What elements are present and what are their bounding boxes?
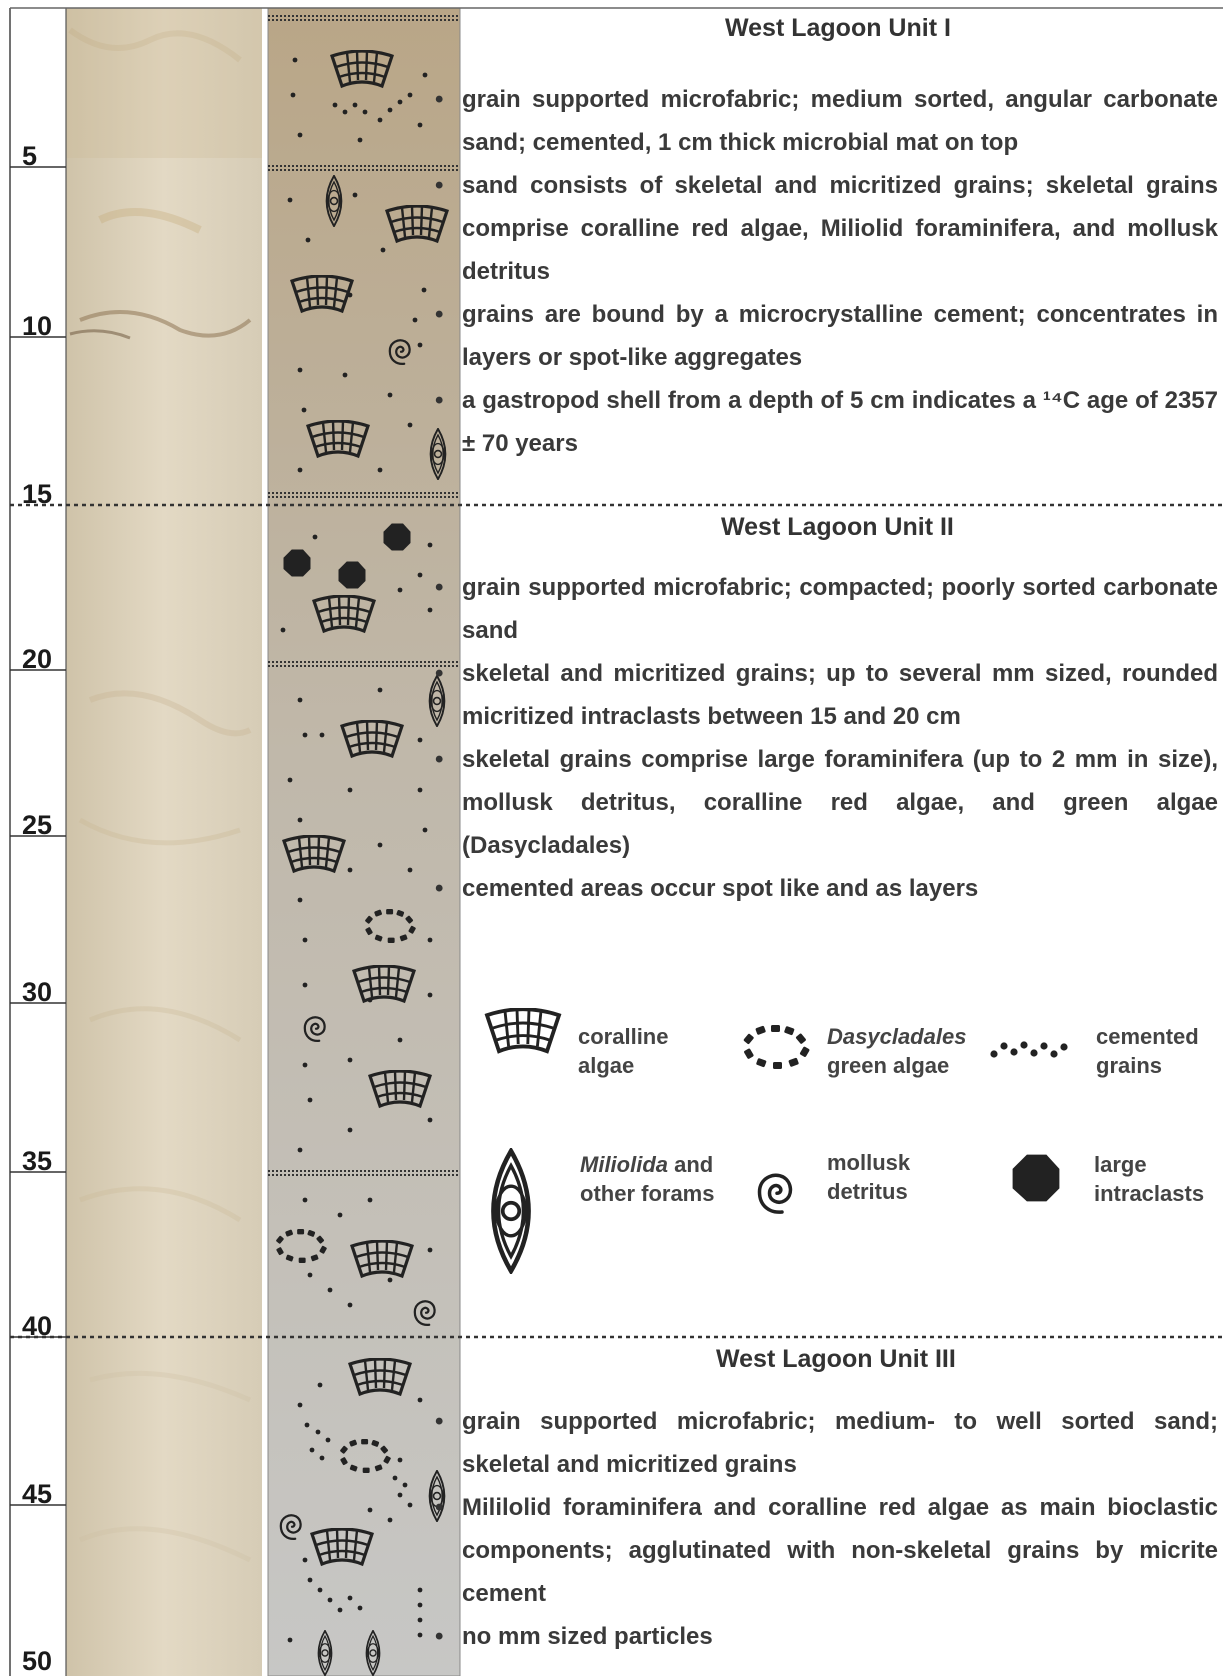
depth-label: 45: [22, 1481, 52, 1508]
unit-3-bullet: grain supported microfabric; medium- to …: [462, 1400, 1218, 1486]
miliolida-icon: [493, 1151, 528, 1271]
log-column: [268, 8, 460, 1676]
mollusk-icon: [760, 1175, 791, 1212]
unit-3-bullet: Mililolid foraminifera and coralline red…: [462, 1486, 1218, 1615]
unit-2-bullet: cemented areas occur spot like and as la…: [462, 867, 1218, 910]
depth-label: 30: [22, 979, 52, 1006]
unit-title: West Lagoon Unit III: [716, 1345, 956, 1374]
unit-1-bullet: grain supported microfabric; medium sort…: [462, 78, 1218, 164]
unit-1-description: grain supported microfabric; medium sort…: [462, 78, 1218, 465]
unit-2-bullet: grain supported microfabric; compacted; …: [462, 566, 1218, 652]
depth-label: 40: [22, 1313, 52, 1340]
photo-white-strip: [262, 8, 268, 1676]
legend-miliolida-label: Miliolida and other forams: [580, 1150, 714, 1208]
unit-1-bullet: grains are bound by a microcrystalline c…: [462, 293, 1218, 379]
depth-label: 5: [22, 143, 37, 170]
unit-title: West Lagoon Unit II: [721, 513, 954, 542]
intraclast-icon: [1013, 1155, 1060, 1202]
depth-label: 35: [22, 1148, 52, 1175]
unit-3-description: grain supported microfabric; medium- to …: [462, 1400, 1218, 1658]
unit-1-bullet: a gastropod shell from a depth of 5 cm i…: [462, 379, 1218, 465]
depth-label: 15: [22, 481, 52, 508]
cemented-grains-icon: [990, 1041, 1067, 1057]
unit-2-bullet: skeletal grains comprise large foraminif…: [462, 738, 1218, 867]
dasycladales-icon: [743, 1025, 810, 1069]
unit-3-bullet: no mm sized particles: [462, 1615, 1218, 1658]
unit-2-description: grain supported microfabric; compacted; …: [462, 566, 1218, 910]
depth-label: 20: [22, 646, 52, 673]
depth-label: 25: [22, 812, 52, 839]
unit-2-bullet: skeletal and micritized grains; up to se…: [462, 652, 1218, 738]
unit-1-bullet: sand consists of skeletal and micritized…: [462, 164, 1218, 293]
depth-label: 10: [22, 313, 52, 340]
depth-label: 50: [22, 1648, 52, 1675]
coralline-algae-icon: [487, 1009, 559, 1051]
unit-title: West Lagoon Unit I: [725, 14, 951, 43]
